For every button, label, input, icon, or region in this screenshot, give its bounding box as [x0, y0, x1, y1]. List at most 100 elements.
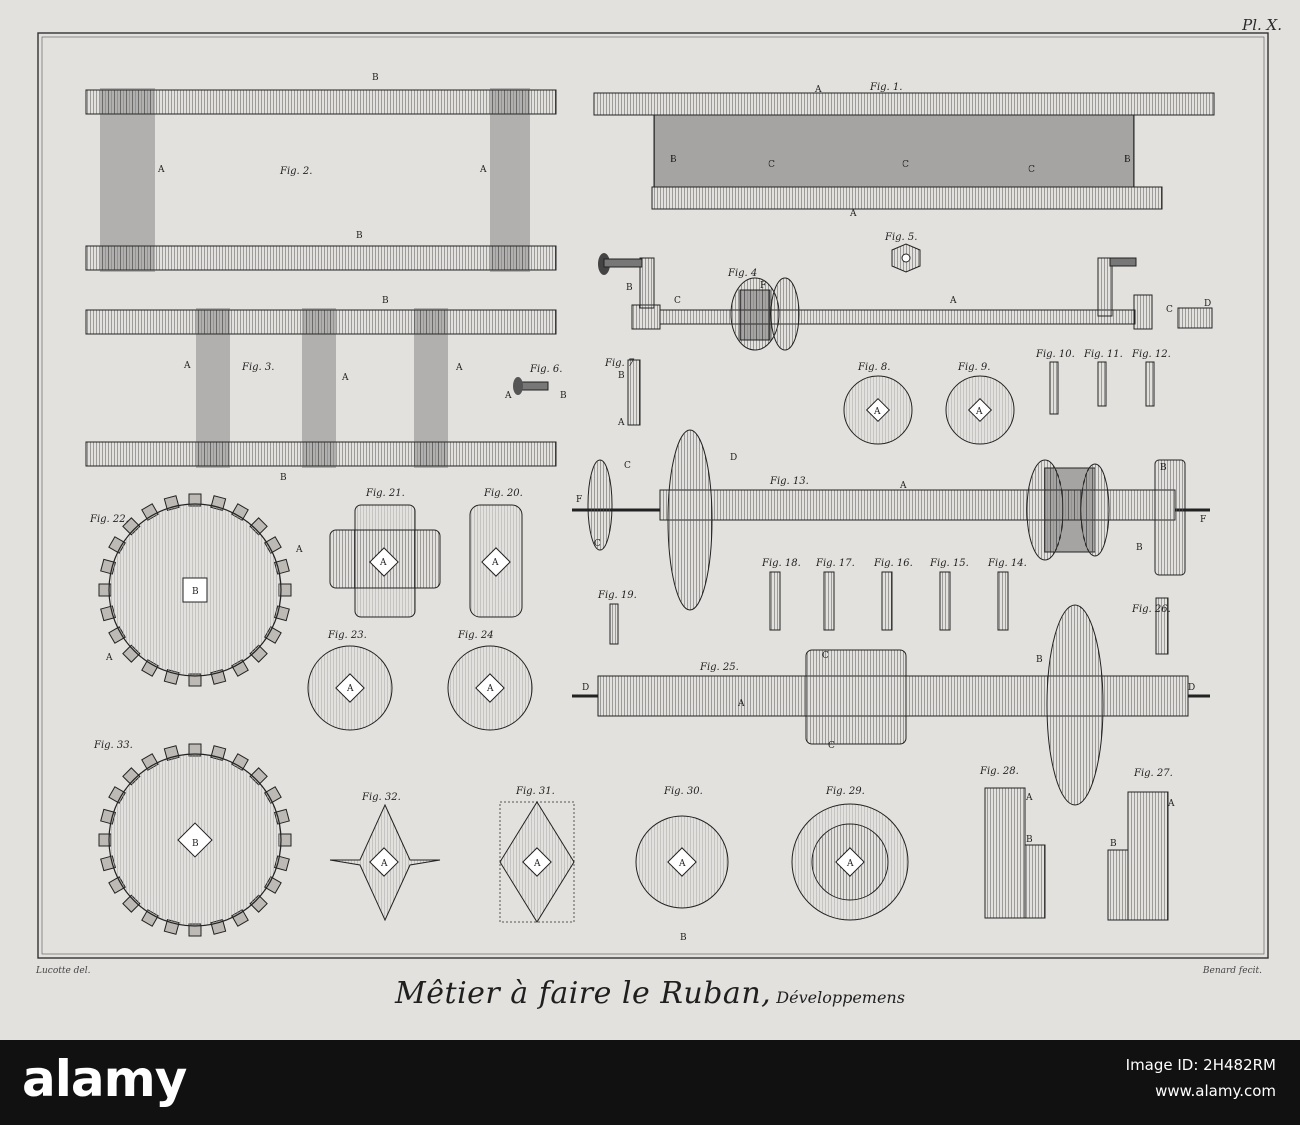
letter-label: B — [1124, 155, 1131, 165]
letter-label: A — [975, 407, 983, 417]
letter-label: A — [380, 859, 388, 869]
fig30-piece — [635, 815, 729, 909]
fig15-label: Fig. 15. — [929, 558, 969, 569]
engraving-plate: Fig. 1. Fig. 2. Fig. 3. Fig. 4 Fig. 5. F… — [0, 0, 1300, 1040]
fig28-label: Fig. 28. — [979, 766, 1019, 777]
letter-label: A — [183, 361, 191, 371]
letter-label: A — [491, 558, 499, 568]
fig7-label: Fig. 7 — [604, 358, 635, 369]
engraver-credit: Benard fecit. — [1202, 966, 1262, 976]
letter-label: B — [192, 587, 199, 597]
letter-label: C — [902, 160, 909, 170]
fig32-label: Fig. 32. — [361, 792, 401, 803]
plate-illustration: Fig. 1. Fig. 2. Fig. 3. Fig. 4 Fig. 5. F… — [37, 32, 1269, 959]
letter-label: B — [670, 155, 677, 165]
fig6-label: Fig. 6. — [529, 364, 562, 375]
letter-label: A — [899, 481, 907, 491]
fig22-gear — [108, 503, 282, 677]
fig16-label: Fig. 16. — [873, 558, 913, 569]
fig1-beam — [593, 92, 1215, 210]
letter-label: A — [479, 165, 487, 175]
image-url: www.alamy.com — [1155, 1082, 1276, 1100]
plate-caption: Mêtier à faire le Ruban, Développemens — [0, 976, 1300, 1011]
fig2-frame — [85, 88, 557, 272]
fig22-label: Fig. 22. — [89, 514, 129, 525]
letter-label: D — [1204, 299, 1211, 309]
fig33-gear — [108, 753, 282, 927]
letter-label: C — [768, 160, 775, 170]
plate-inner-border — [41, 36, 1265, 955]
letter-label: A — [678, 859, 686, 869]
letter-label: C — [822, 651, 829, 661]
letter-label: C — [674, 296, 681, 306]
watermark-strip: alamy Image ID: 2H482RM www.alamy.com — [0, 1040, 1300, 1125]
fig29-piece — [791, 803, 909, 921]
fig31-piece — [499, 801, 575, 923]
letter-label: B — [1026, 835, 1033, 845]
letter-label: B — [356, 231, 363, 241]
letter-label: A — [341, 373, 349, 383]
letter-label: D — [730, 453, 737, 463]
fig7-piece — [627, 359, 641, 426]
fig26-key — [1155, 597, 1169, 655]
fig4-label: Fig. 4 — [727, 268, 757, 279]
fig31-label: Fig. 31. — [515, 786, 555, 797]
fig27-label: Fig. 27. — [1133, 768, 1173, 779]
letter-label: A — [295, 545, 303, 555]
letter-label: B — [1136, 543, 1143, 553]
letter-label: C — [594, 539, 601, 549]
fig10-12-pins — [1049, 361, 1155, 415]
fig19-label: Fig. 19. — [597, 590, 637, 601]
fig27-block — [1107, 791, 1169, 921]
fig30-label: Fig. 30. — [663, 786, 703, 797]
fig32-piece — [329, 803, 441, 922]
letter-label: A — [157, 165, 165, 175]
fig33-label: Fig. 33. — [93, 740, 133, 751]
fig18-label: Fig. 18. — [761, 558, 801, 569]
brand-logo: alamy — [22, 1050, 187, 1108]
letter-label: B — [560, 391, 567, 401]
letter-label: D — [1188, 683, 1195, 693]
plate-title: Mêtier à faire le Ruban, — [395, 976, 772, 1011]
fig5-label: Fig. 5. — [884, 232, 917, 243]
letter-label: A — [737, 699, 745, 709]
image-meta: Image ID: 2H482RM www.alamy.com — [1126, 1052, 1276, 1104]
draughtsman-credit: Lucotte del. — [36, 966, 91, 976]
letter-label: F — [760, 281, 766, 291]
fig12-label: Fig. 12. — [1131, 349, 1171, 360]
fig24-disc — [447, 645, 533, 731]
fig17-label: Fig. 17. — [815, 558, 855, 569]
letter-label: A — [455, 363, 463, 373]
fig20-label: Fig. 20. — [483, 488, 523, 499]
letter-label: A — [504, 391, 512, 401]
letter-label: A — [1167, 799, 1175, 809]
fig9-disc — [945, 375, 1015, 445]
letter-label: A — [949, 296, 957, 306]
fig4-shaft — [598, 253, 1213, 351]
fig28-block — [984, 787, 1046, 919]
fig9-label: Fig. 9. — [957, 362, 990, 373]
fig10-label: Fig. 10. — [1035, 349, 1075, 360]
fig23-disc — [307, 645, 393, 731]
letter-label: F — [576, 495, 582, 505]
letter-label: A — [873, 407, 881, 417]
fig25-shaft — [572, 604, 1210, 806]
plate-border — [37, 32, 1269, 959]
fig1-label: Fig. 1. — [869, 82, 902, 93]
letter-label: C — [828, 741, 835, 751]
plate-number: Pl. X. — [1242, 16, 1282, 34]
letter-label: A — [814, 85, 822, 95]
letter-label: B — [1036, 655, 1043, 665]
letter-label: A — [379, 558, 387, 568]
letter-label: A — [486, 684, 494, 694]
fig26-label: Fig. 26. — [1131, 604, 1171, 615]
image-id: Image ID: 2H482RM — [1125, 1056, 1276, 1074]
fig25-label: Fig. 25. — [699, 662, 739, 673]
fig23-label: Fig. 23. — [327, 630, 367, 641]
fig3-label: Fig. 3. — [241, 362, 274, 373]
fig8-label: Fig. 8. — [857, 362, 890, 373]
letter-label: A — [105, 653, 113, 663]
fig11-label: Fig. 11. — [1083, 349, 1123, 360]
letter-label: A — [846, 859, 854, 869]
fig8-disc — [843, 375, 913, 445]
